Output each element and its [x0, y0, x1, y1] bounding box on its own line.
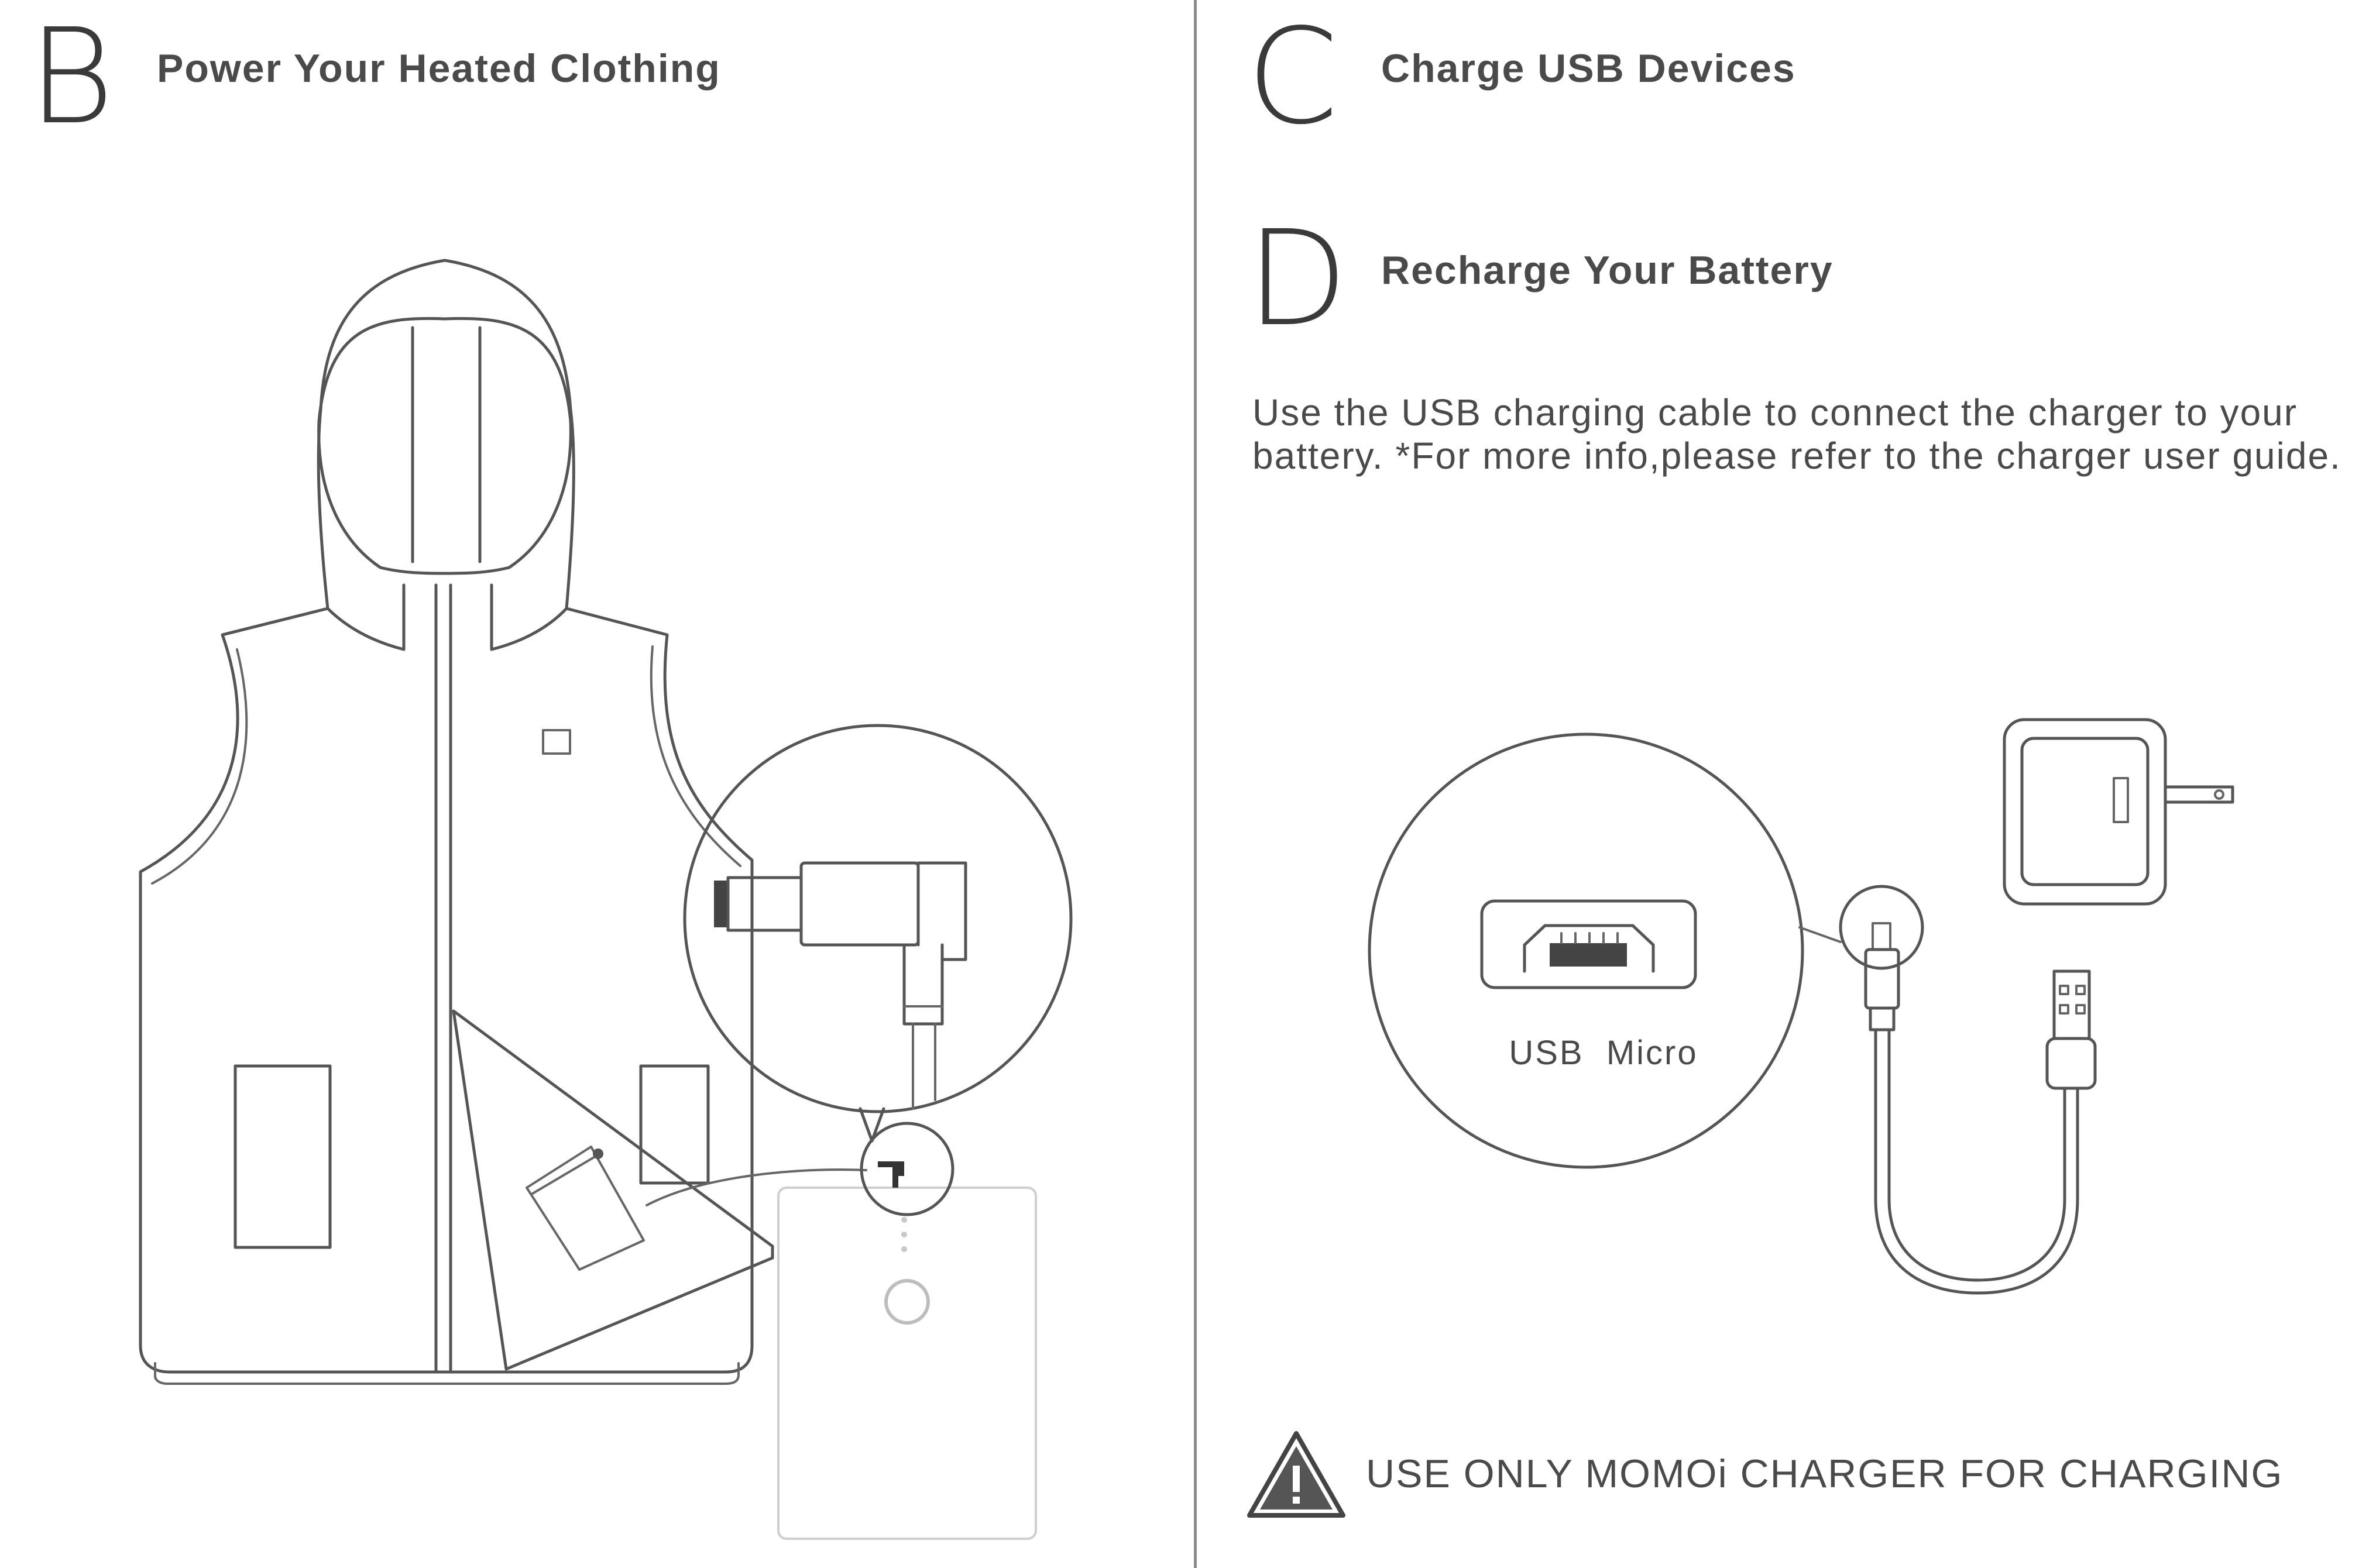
wall-charger-icon	[2003, 718, 2234, 906]
battery-pack-icon	[777, 1122, 1037, 1540]
section-letter-c: C	[1247, 1, 1339, 154]
warning-text: USE ONLY MOMOi CHARGER FOR CHARGING	[1366, 1452, 2284, 1496]
hooded-vest-illustration	[139, 259, 867, 1385]
section-title-recharge: Recharge Your Battery	[1381, 248, 1833, 293]
section-letter-b: B	[28, 1, 115, 154]
usb-micro-port-icon	[1368, 733, 1842, 1169]
section-title-charge-usb: Charge USB Devices	[1381, 46, 1796, 91]
dc-connector-icon	[683, 724, 1073, 1143]
page-divider	[1194, 0, 1197, 1568]
usb-cable-icon	[1839, 885, 2097, 1295]
instructions-text: Use the USB charging cable to connect th…	[1252, 391, 2341, 477]
usb-micro-label: USB Micro	[1509, 1034, 1698, 1072]
warning-triangle-icon	[1247, 1431, 1345, 1518]
section-title-power: Power Your Heated Clothing	[157, 46, 721, 91]
section-letter-d: D	[1247, 202, 1348, 356]
